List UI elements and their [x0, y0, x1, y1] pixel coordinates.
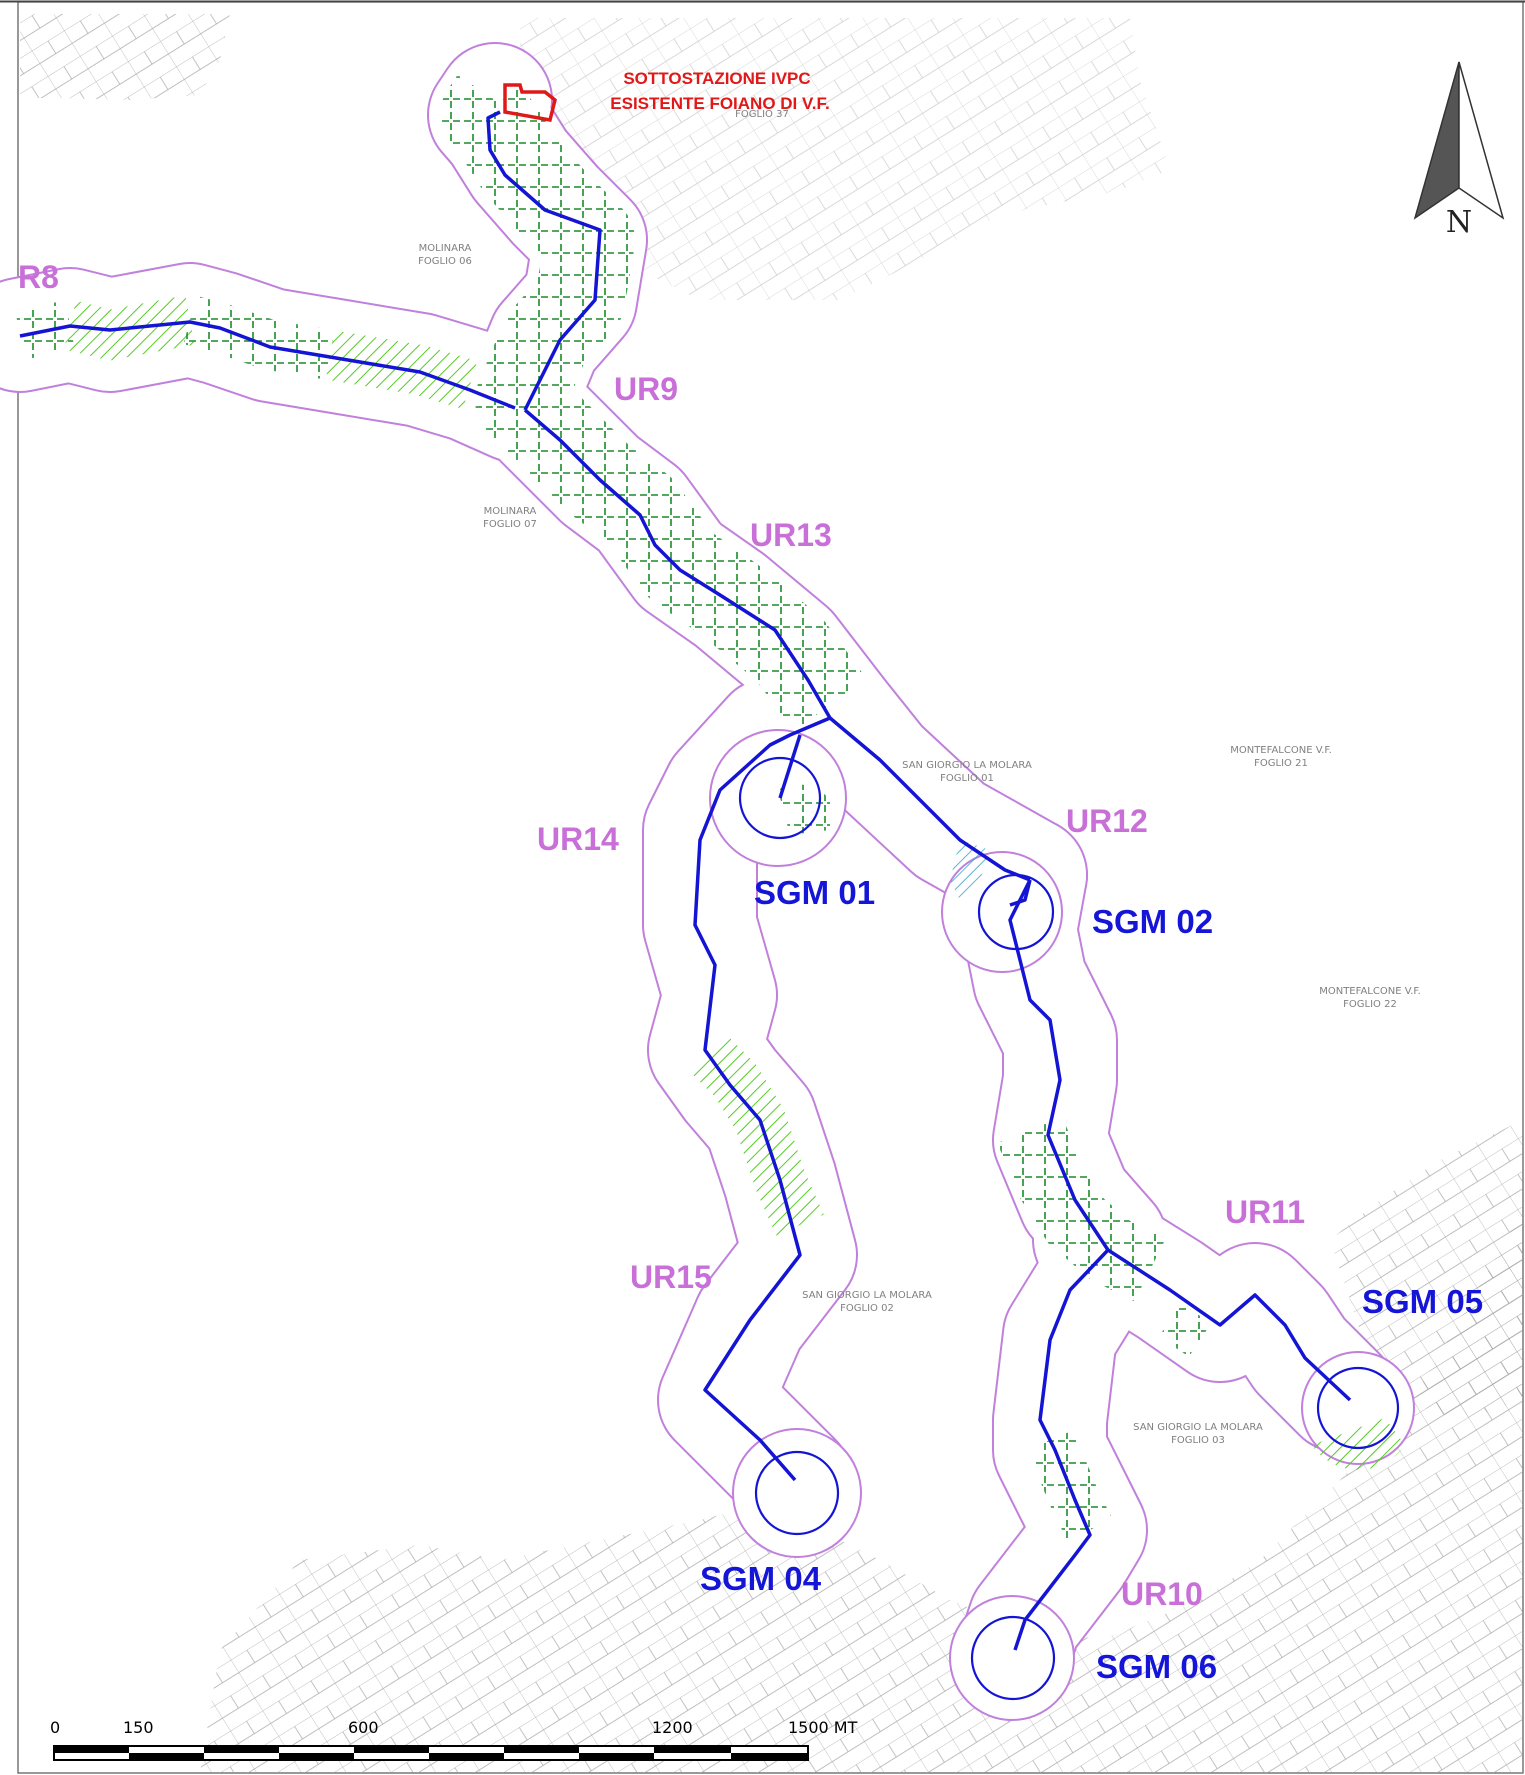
grid-zone-ur11-b — [1158, 1303, 1212, 1357]
hatch-zone-sgm05 — [1312, 1418, 1405, 1470]
sgm04-circle — [754, 1450, 840, 1536]
cable-ur12 — [828, 716, 1031, 882]
route-labels: R8 UR9 UR13 UR12 UR14 UR15 UR11 UR10 — [18, 259, 1305, 1612]
turbine-label-sgm02: SGM 02 — [1092, 903, 1213, 940]
parcels-right — [1330, 1120, 1523, 1420]
cable-ur8 — [19, 320, 516, 410]
cable-sgm02-stub — [1009, 879, 1032, 907]
route-label-ur14: UR14 — [537, 821, 619, 857]
parcels-top-center — [520, 18, 1170, 300]
scale-tick-150: 150 — [123, 1718, 154, 1737]
parcels-top-left — [20, 14, 230, 100]
north-letter: N — [1446, 205, 1472, 240]
label-sangiorgio02-1: SAN GIORGIO LA MOLARA — [802, 1290, 932, 1301]
sgm05-circle — [1316, 1366, 1400, 1450]
label-montefalcone21-2: FOGLIO 21 — [1254, 758, 1308, 769]
turbine-label-sgm06: SGM 06 — [1096, 1648, 1217, 1685]
sgm06-buffer — [949, 1595, 1075, 1721]
scale-seg-2 — [129, 1753, 204, 1760]
route-label-ur9: UR9 — [614, 371, 678, 407]
scale-seg-7 — [504, 1746, 579, 1753]
turbine-label-sgm04: SGM 04 — [700, 1560, 822, 1597]
cadastral-labels: MOLINARA FOGLIO 06 MOLINARA FOGLIO 07 SA… — [418, 109, 1421, 1446]
scale-seg-5 — [354, 1746, 429, 1753]
scale-seg-6 — [429, 1753, 504, 1760]
substation-outline — [503, 83, 557, 123]
scale-tick-1500: 1500 MT — [788, 1718, 858, 1737]
grid-zone-north — [440, 70, 867, 732]
label-molinara07-2: FOGLIO 07 — [483, 519, 537, 530]
scale-seg-8 — [579, 1753, 654, 1760]
route-label-ur10: UR10 — [1121, 1576, 1203, 1612]
scale-seg-10 — [731, 1753, 808, 1760]
label-montefalcone22-2: FOGLIO 22 — [1343, 999, 1397, 1010]
cable-routes — [19, 110, 1352, 1651]
north-arrow-right — [1458, 61, 1505, 220]
scale-seg-1 — [54, 1746, 129, 1753]
label-foglio37: FOGLIO 37 — [735, 109, 789, 120]
route-label-ur8: R8 — [18, 259, 59, 295]
cadastral-background — [20, 14, 1523, 1773]
scale-seg-9 — [654, 1746, 731, 1753]
label-molinara06-2: FOGLIO 06 — [418, 256, 472, 267]
turbine-labels: SGM 01 SGM 02 SGM 04 SGM 05 SGM 06 — [700, 874, 1483, 1685]
label-sangiorgio01-2: FOGLIO 01 — [940, 773, 994, 784]
label-sangiorgio03-1: SAN GIORGIO LA MOLARA — [1133, 1422, 1263, 1433]
scale-tick-1200: 1200 — [652, 1718, 693, 1737]
turbine-label-sgm01: SGM 01 — [754, 874, 875, 911]
label-molinara07-1: MOLINARA — [484, 506, 537, 517]
grid-zone-sgm01 — [778, 784, 830, 835]
scale-tick-600: 600 — [348, 1718, 379, 1737]
sgm01-circle — [738, 756, 822, 840]
route-label-ur11: UR11 — [1225, 1194, 1305, 1230]
scale-seg-4 — [279, 1753, 354, 1760]
route-label-ur15: UR15 — [630, 1259, 712, 1295]
label-montefalcone21-1: MONTEFALCONE V.F. — [1230, 745, 1332, 756]
substation-label-line1: SOTTOSTAZIONE IVPC — [623, 69, 810, 88]
hatch-zone-ur8-b — [325, 330, 478, 409]
north-arrow: N — [1413, 61, 1505, 240]
parcels-bottom — [200, 1210, 1523, 1773]
cable-ur9 — [486, 110, 602, 411]
turbine-label-sgm05: SGM 05 — [1362, 1283, 1483, 1320]
cable-ur10 — [1013, 1248, 1110, 1651]
scale-seg-3 — [204, 1746, 279, 1753]
sgm06-circle — [970, 1615, 1056, 1701]
cable-ur13 — [523, 408, 832, 719]
label-sangiorgio01-1: SAN GIORGIO LA MOLARA — [902, 760, 1032, 771]
label-montefalcone22-1: MONTEFALCONE V.F. — [1319, 986, 1421, 997]
north-arrow-left — [1413, 61, 1460, 220]
label-molinara06-1: MOLINARA — [419, 243, 472, 254]
cable-sgm01-stub — [778, 734, 802, 799]
grid-zone-ur11 — [997, 1117, 1166, 1302]
scale-bar: 0 150 600 1200 1500 MT — [50, 1718, 858, 1761]
cable-ur11 — [1107, 1248, 1352, 1402]
route-label-ur12: UR12 — [1066, 803, 1148, 839]
scale-tick-0: 0 — [50, 1718, 60, 1737]
route-label-ur13: UR13 — [750, 517, 832, 553]
substation-label-line2: ESISTENTE FOIANO DI V.F. — [610, 94, 829, 113]
sgm04-buffer — [732, 1428, 862, 1558]
cable-sgm02 — [1008, 879, 1110, 1251]
label-sangiorgio03-2: FOGLIO 03 — [1171, 1435, 1225, 1446]
cable-ur14 — [693, 716, 831, 1482]
label-sangiorgio02-2: FOGLIO 02 — [840, 1303, 894, 1314]
